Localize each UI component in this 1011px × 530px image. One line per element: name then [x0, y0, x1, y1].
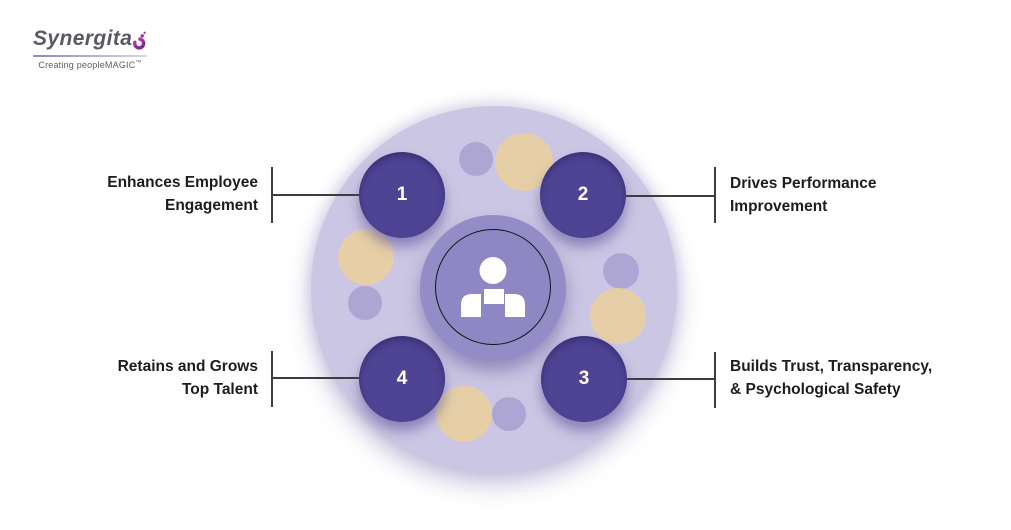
label-item3: Builds Trust, Transparency, & Psychologi…	[730, 356, 1005, 401]
label-item2: Drives Performance Improvement	[730, 173, 975, 218]
logo-row: Synergita	[33, 26, 147, 52]
label-item1: Enhances Employee Engagement	[48, 172, 258, 217]
label-item1-line1: Enhances Employee	[107, 174, 258, 191]
logo-tagline: Creating peopleMAGIC™	[33, 60, 147, 70]
connector-horizontal-item2	[625, 195, 715, 197]
decorative-tan-circle-right	[590, 288, 646, 344]
connector-horizontal-item1	[272, 194, 365, 196]
label-item4: Retains and Grows Top Talent	[48, 356, 258, 401]
label-item1-line2: Engagement	[164, 196, 258, 214]
logo-brand-text: Synergita	[33, 27, 133, 50]
logo-divider	[33, 55, 147, 57]
connector-horizontal-item3	[626, 378, 715, 380]
decorative-lavender-circle-left	[348, 286, 382, 320]
connector-vertical-item4	[271, 351, 273, 407]
node-circle-2: 2	[540, 152, 626, 238]
label-item2-line1: Drives Performance	[730, 175, 877, 192]
decorative-lavender-circle-right	[603, 253, 639, 289]
connector-vertical-item1	[271, 167, 273, 223]
connector-vertical-item3	[714, 352, 716, 408]
node-circle-1: 1	[359, 152, 445, 238]
decorative-lavender-circle-bottom	[492, 397, 526, 431]
center-emblem-ring	[435, 229, 551, 345]
label-item2-line2: Improvement	[730, 197, 828, 215]
node-number-1: 1	[396, 184, 408, 205]
node-circle-3: 3	[541, 336, 627, 422]
logo: Synergita Creating peopleMAGIC™	[33, 26, 147, 70]
logo-tagline-text: Creating peopleMAGIC	[38, 60, 136, 70]
label-item4-line2: Top Talent	[181, 380, 258, 398]
label-item4-line1: Retains and Grows	[117, 358, 258, 375]
person-icon	[461, 257, 525, 317]
label-item3-line2: & Psychological Safety	[730, 380, 901, 398]
connector-horizontal-item4	[272, 377, 363, 379]
synergita-swirl-icon	[133, 31, 147, 50]
logo-trademark: ™	[135, 60, 142, 66]
decorative-tan-circle-bottom	[436, 386, 492, 442]
node-number-3: 3	[578, 368, 590, 389]
node-number-4: 4	[396, 368, 408, 389]
node-circle-4: 4	[359, 336, 445, 422]
label-item3-line1: Builds Trust, Transparency,	[730, 358, 933, 375]
decorative-tan-circle-left	[338, 229, 394, 285]
node-number-2: 2	[577, 184, 589, 205]
decorative-lavender-circle-top	[459, 142, 493, 176]
